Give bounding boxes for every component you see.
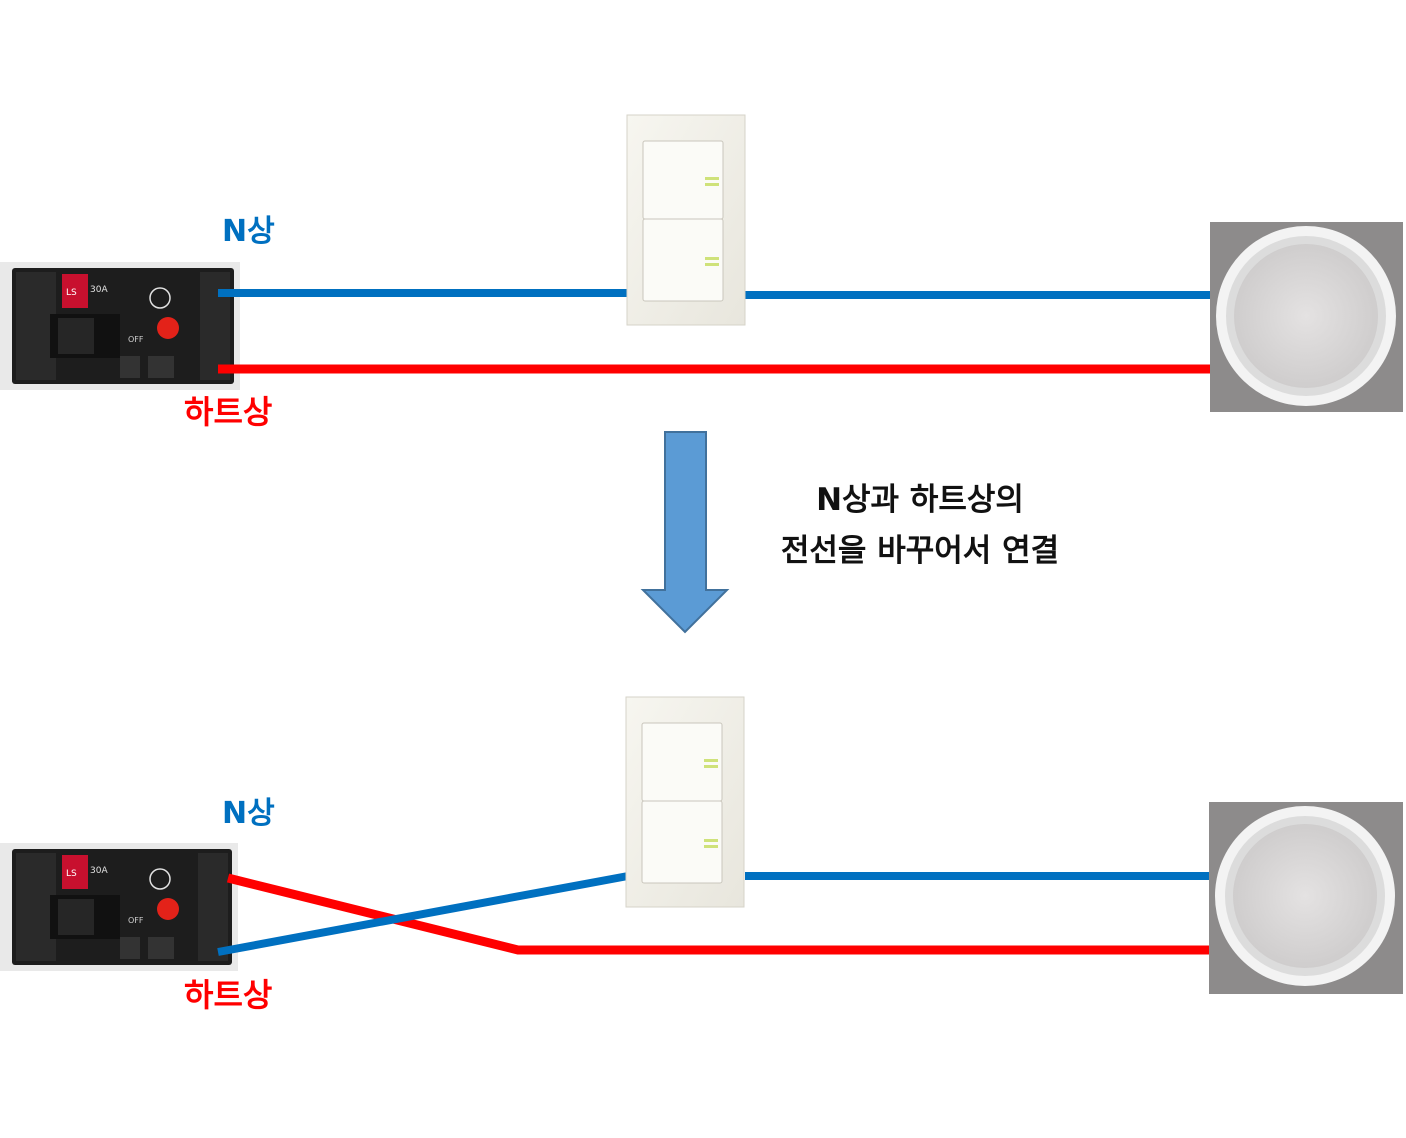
breaker-rating-text: 30A (90, 285, 108, 295)
breaker-top: LS 30A OFF (0, 262, 240, 390)
breaker-brand-text: LS (66, 869, 77, 879)
top-diagram: LS 30A OFF (0, 114, 1403, 431)
breaker-state-text: OFF (128, 335, 144, 344)
down-arrow-icon (640, 431, 730, 634)
ceiling-lamp-top (1210, 222, 1403, 412)
breaker-bottom: LS 30A OFF (0, 843, 238, 971)
neutral-wire-bottom-a (217, 872, 629, 956)
test-button (157, 317, 179, 339)
wall-switch-top (626, 114, 746, 326)
neutral-label-bottom: N상 (222, 796, 275, 831)
ceiling-lamp-bottom (1209, 802, 1403, 994)
hot-label-bottom: 하트상 (184, 976, 272, 1014)
hot-wire-bottom (226, 873, 1212, 955)
breaker-rating-text: 30A (90, 866, 108, 876)
bottom-diagram: LS 30A OFF (0, 696, 1403, 1014)
swap-caption: N상과 하트상의 전선을 바꾸어서 연결 (720, 475, 1120, 577)
wall-switch-bottom (625, 696, 745, 908)
test-button (157, 898, 179, 920)
breaker-brand-text: LS (66, 288, 77, 298)
hot-label-top: 하트상 (184, 393, 272, 431)
caption-line-2: 전선을 바꾸어서 연결 (780, 533, 1060, 569)
neutral-label-top: N상 (222, 214, 275, 249)
breaker-state-text: OFF (128, 916, 144, 925)
caption-line-1: N상과 하트상의 (816, 482, 1024, 518)
